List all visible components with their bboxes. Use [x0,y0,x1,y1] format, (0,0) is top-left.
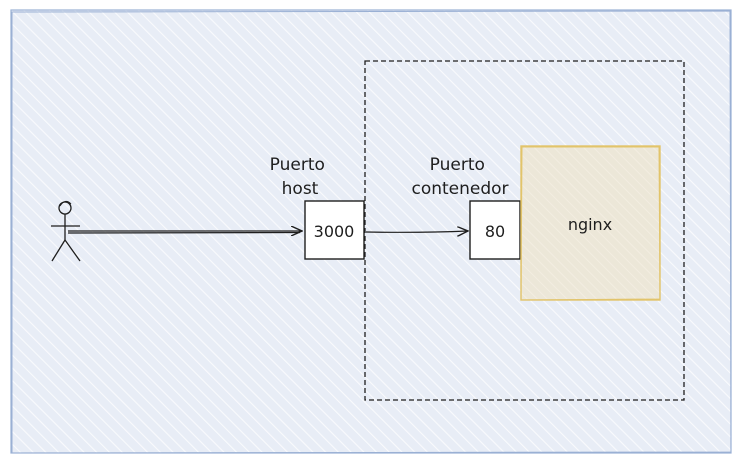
nginx-container [520,145,661,301]
user-stick-figure-icon [51,200,81,262]
host-port-box [304,200,365,260]
nginx-label: nginx [568,215,612,234]
container-boundary [364,60,685,401]
arrow-host-to-container-port [365,231,468,232]
container-port-label: Puerto contenedor [411,155,508,199]
host-port-value: 3000 [314,222,355,241]
arrow-user-to-host-port [67,231,302,233]
container-port-value: 80 [485,222,505,241]
host-port-label: Puerto host [270,155,331,199]
container-port-box [469,200,521,260]
